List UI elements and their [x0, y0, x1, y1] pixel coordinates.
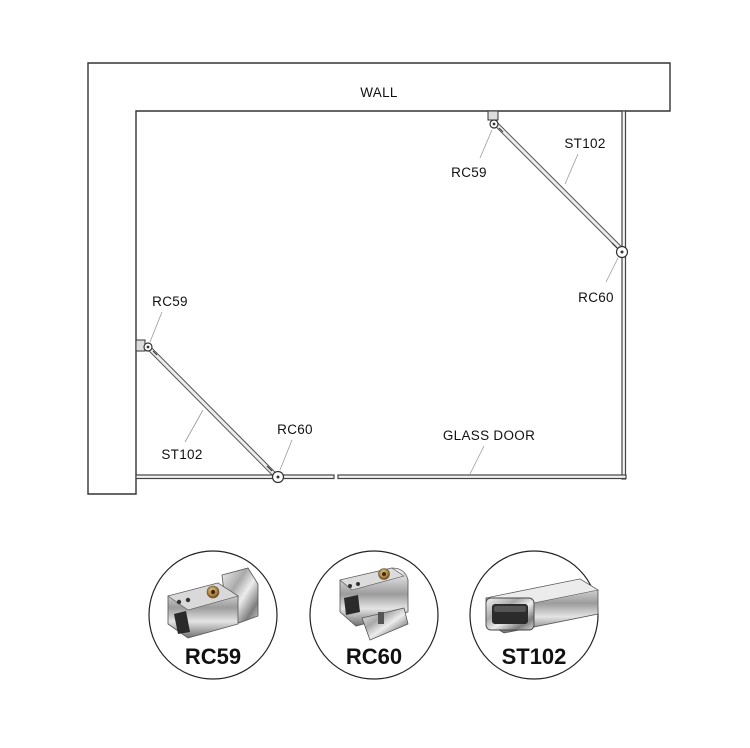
wall-label: WALL — [360, 85, 398, 100]
top-support-bar — [487, 110, 629, 259]
left-support-bar — [135, 339, 285, 484]
top-rc60-bracket — [611, 242, 629, 259]
right-glass-panel — [621, 110, 627, 480]
top-rc59-bracket — [487, 110, 504, 133]
st102-tube-icon — [485, 578, 599, 634]
leader-left-rc59 — [149, 311, 163, 343]
leader-left-rc60 — [279, 439, 293, 471]
left-rc60-bracket — [266, 465, 285, 484]
part-rc59-label: RC59 — [185, 644, 241, 669]
part-rc60: RC60 — [309, 550, 439, 680]
leader-top-st102 — [564, 153, 579, 185]
rc60-connector-icon — [339, 567, 409, 641]
leader-glass-door — [469, 445, 485, 475]
callout-top-st102: ST102 — [564, 136, 605, 151]
glass-door — [135, 474, 627, 480]
part-rc59: RC59 — [148, 550, 278, 680]
callout-top-rc60: RC60 — [578, 290, 614, 305]
leader-top-rc60 — [605, 257, 619, 283]
glass-door-label: GLASS DOOR — [443, 428, 535, 443]
left-rc59-bracket — [135, 339, 158, 356]
part-st102: ST102 — [469, 550, 599, 680]
callout-top-rc59: RC59 — [451, 165, 487, 180]
leader-top-rc59 — [479, 129, 493, 159]
callout-left-st102: ST102 — [161, 447, 202, 462]
part-rc60-label: RC60 — [346, 644, 402, 669]
wall — [87, 62, 671, 495]
rc59-connector-icon — [167, 567, 259, 639]
leader-left-st102 — [184, 409, 204, 443]
callout-left-rc59: RC59 — [152, 294, 188, 309]
part-st102-label: ST102 — [502, 644, 567, 669]
callout-left-rc60: RC60 — [277, 422, 313, 437]
